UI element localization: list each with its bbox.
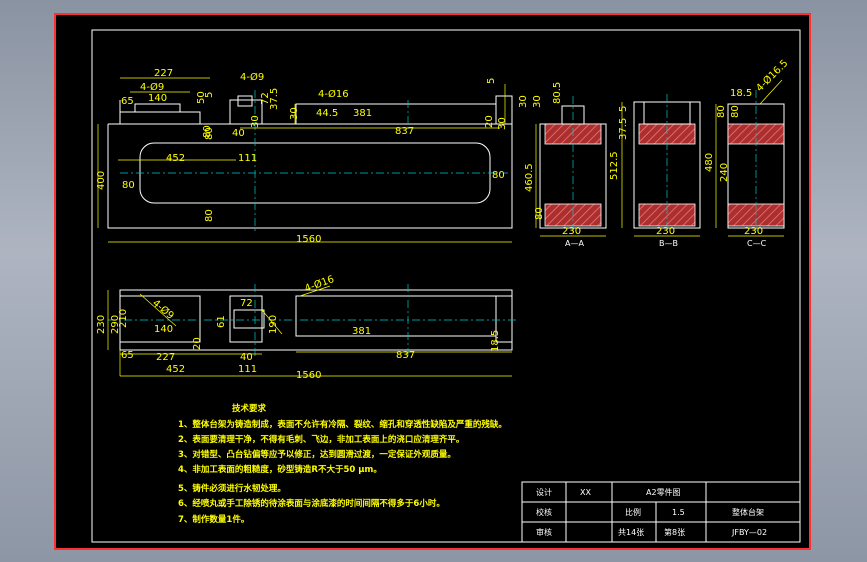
dim-front-30: 30 bbox=[250, 115, 261, 128]
section-aa-label: A—A bbox=[565, 239, 584, 248]
dim-front-65: 65 bbox=[121, 96, 134, 107]
dim-front-452: 452 bbox=[166, 153, 185, 164]
tb-review-label: 审核 bbox=[536, 527, 552, 537]
tb-part-name: 整体台架 bbox=[732, 507, 764, 517]
note-item-4: 4、非加工表面的粗糙度，砂型铸造R不大于50 μm。 bbox=[178, 464, 382, 475]
dim-cc-240: 240 bbox=[719, 163, 730, 182]
tb-design-value: XX bbox=[580, 488, 591, 497]
dim-front-140: 140 bbox=[148, 93, 167, 104]
dim-front-4-d9-b: 4-Ø9 bbox=[240, 71, 264, 83]
technical-notes: 技术要求 1、整体台架为铸造制成，表面不允许有冷隔、裂纹、缩孔和穿透性缺陷及严重… bbox=[178, 403, 507, 525]
drawing-paper bbox=[54, 13, 811, 550]
dim-top-290: 290 bbox=[110, 315, 121, 334]
note-item-2: 2、表面要清理干净，不得有毛刺、飞边，非加工表面上的浇口应清理齐平。 bbox=[178, 434, 464, 445]
dim-front-5b: 5 bbox=[486, 78, 497, 84]
dim-top-61: 61 bbox=[216, 315, 227, 328]
note-item-1: 1、整体台架为铸造制成，表面不允许有冷隔、裂纹、缩孔和穿透性缺陷及严重的残缺。 bbox=[178, 419, 507, 430]
dim-aa-460-5: 460.5 bbox=[524, 163, 535, 192]
front-view: 227 4-Ø9 140 65 50 5 4-Ø9 72 37.5 30 40 … bbox=[96, 68, 529, 245]
dim-aa-30: 30 bbox=[532, 95, 543, 108]
dim-front-72: 72 bbox=[260, 92, 271, 105]
dim-top-65: 65 bbox=[121, 350, 134, 361]
dim-front-80-e: 80 bbox=[204, 209, 215, 222]
dim-front-111: 111 bbox=[238, 153, 257, 164]
dim-front-50: 50 bbox=[196, 91, 207, 104]
dim-front-227: 227 bbox=[154, 68, 173, 79]
dim-front-1560: 1560 bbox=[296, 234, 321, 245]
dim-front-80-a: 80 bbox=[204, 127, 215, 140]
dim-top-40: 40 bbox=[240, 352, 253, 363]
dim-top-452: 452 bbox=[166, 364, 185, 375]
tb-design-label: 设计 bbox=[536, 487, 552, 497]
dim-aa-80: 80 bbox=[534, 207, 545, 220]
dim-aa-230: 230 bbox=[562, 226, 581, 237]
dim-top-111: 111 bbox=[238, 364, 257, 375]
section-cc-label: C—C bbox=[747, 239, 767, 248]
dim-cc-230: 230 bbox=[744, 226, 763, 237]
dim-front-400: 400 bbox=[96, 171, 107, 190]
tb-check-label: 校核 bbox=[536, 507, 552, 517]
dim-front-381: 381 bbox=[353, 108, 372, 119]
dim-top-230: 230 bbox=[96, 315, 107, 334]
dim-front-80-b: 80 bbox=[202, 125, 213, 138]
section-bb-label: B—B bbox=[659, 239, 678, 248]
dim-bb-37-5: 37.5 bbox=[618, 118, 629, 140]
note-item-3: 3、对错型、凸台钻偏等应予以修正，达到圆滑过渡，一定保证外观质量。 bbox=[178, 449, 456, 460]
dim-cc-480: 480 bbox=[704, 153, 715, 172]
dim-front-4-d9: 4-Ø9 bbox=[140, 81, 164, 93]
top-view: 230 290 210 140 4-Ø9 72 61 190 4-Ø16 381… bbox=[96, 273, 516, 381]
dim-front-30-c: 30 bbox=[518, 95, 529, 108]
dim-front-40: 40 bbox=[232, 128, 245, 139]
dim-front-4-d16: 4-Ø16 bbox=[318, 88, 349, 100]
dim-bb-230: 230 bbox=[656, 226, 675, 237]
dim-front-30-d: 30 bbox=[497, 117, 508, 130]
tb-drawing-no: JFBY—02 bbox=[731, 528, 767, 537]
dim-top-1560: 1560 bbox=[296, 370, 321, 381]
dim-top-381: 381 bbox=[352, 326, 371, 337]
dim-front-837: 837 bbox=[395, 126, 414, 137]
dim-top-837: 837 bbox=[396, 350, 415, 361]
dim-cc-18-5: 18.5 bbox=[730, 88, 752, 99]
dim-top-20: 20 bbox=[192, 337, 203, 350]
tb-part-type: A2零件图 bbox=[646, 487, 681, 497]
tb-scale-value: 1.5 bbox=[672, 508, 685, 517]
dim-top-227: 227 bbox=[156, 352, 175, 363]
dim-front-80-d: 80 bbox=[492, 170, 505, 181]
section-bb: 5 37.5 512.5 230 B—B bbox=[609, 94, 701, 248]
dim-top-190: 190 bbox=[268, 315, 279, 334]
dim-front-80-c: 80 bbox=[122, 180, 135, 191]
dim-top-18-5: 18.5 bbox=[490, 330, 501, 352]
dim-aa-80-5: 80.5 bbox=[552, 82, 563, 104]
dim-front-30-b: 30 bbox=[289, 107, 300, 120]
dim-front-37-5: 37.5 bbox=[269, 88, 280, 110]
note-item-6: 6、经喷丸或手工除锈的待涂表面与涂底漆的时间间隔不得多于6小时。 bbox=[178, 498, 445, 509]
dim-cc-80-a: 80 bbox=[716, 105, 727, 118]
tb-scale-label: 比例 bbox=[625, 507, 641, 517]
dim-front-5a: 5 bbox=[204, 92, 215, 98]
title-block: 设计 XX A2零件图 校核 比例 1.5 整体台架 审核 共14张 第8张 J… bbox=[521, 481, 801, 543]
tb-sheet-no: 第8张 bbox=[664, 527, 685, 537]
dim-top-72: 72 bbox=[240, 298, 253, 309]
dim-cc-80-b: 80 bbox=[730, 105, 741, 118]
tb-sheet-total: 共14张 bbox=[618, 528, 644, 537]
note-item-7: 7、制作数量1件。 bbox=[178, 514, 249, 525]
dim-bb-5: 5 bbox=[618, 106, 629, 112]
drawing-border bbox=[91, 29, 801, 543]
section-aa: 80.5 30 460.5 80 230 A—A bbox=[524, 82, 607, 248]
dim-front-44-5: 44.5 bbox=[316, 108, 338, 119]
notes-title: 技术要求 bbox=[232, 403, 267, 414]
dim-top-210: 210 bbox=[118, 309, 129, 328]
note-item-5: 5、铸件必须进行水韧处理。 bbox=[178, 483, 286, 494]
dim-front-20: 20 bbox=[484, 115, 495, 128]
dim-bb-512-5: 512.5 bbox=[609, 151, 620, 180]
dim-top-140: 140 bbox=[154, 324, 173, 335]
